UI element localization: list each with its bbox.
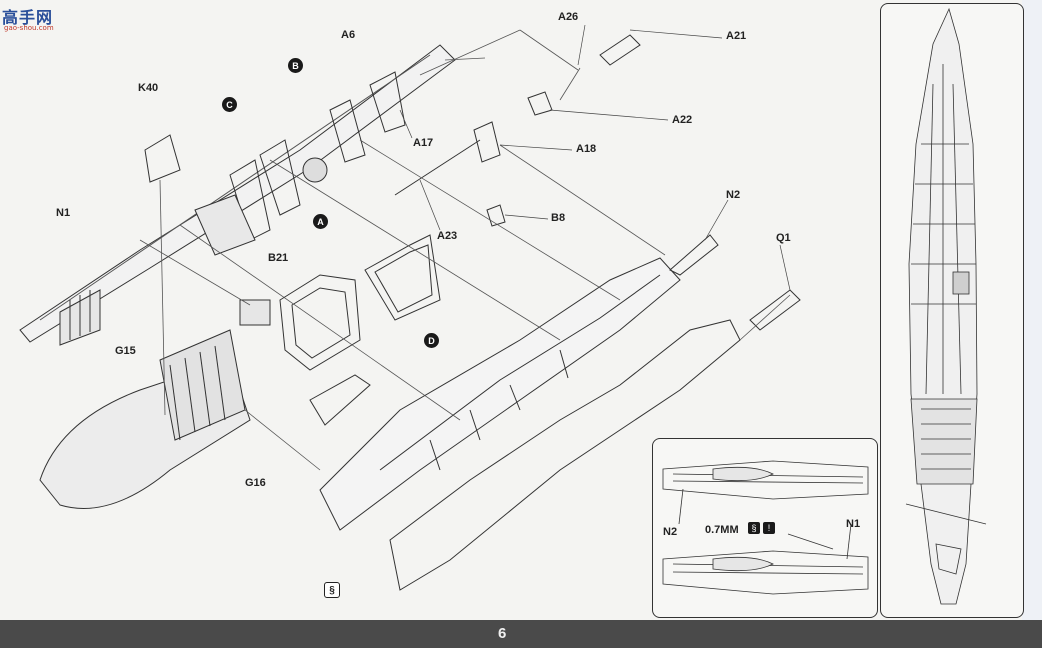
label-a21: A21 [726, 30, 747, 42]
inset-label-n1: N1 [846, 518, 861, 530]
site-logo: 高手网 gao-shou.com [2, 4, 72, 34]
label-a6: A6 [341, 29, 356, 41]
assembly-diagram [19, 24, 801, 591]
callout-b: B [288, 58, 303, 73]
detail-inset: N2 0.7MM § ! N1 [652, 438, 878, 618]
inset-label-n2: N2 [663, 526, 678, 538]
label-a22: A22 [672, 114, 693, 126]
logo-subtext: gao-shou.com [4, 24, 54, 32]
label-a26: A26 [558, 11, 579, 23]
logo-text: 高手网 [2, 8, 54, 27]
callout-c: C [222, 97, 237, 112]
label-a18: A18 [576, 143, 597, 155]
glue-icon: § [748, 522, 760, 534]
label-g16: G16 [245, 477, 266, 489]
callout-d: D [424, 333, 439, 348]
overview-diagram [905, 7, 987, 605]
page-footer [0, 620, 1042, 648]
drill-icon: ! [763, 522, 775, 534]
overview-panel [880, 3, 1024, 618]
label-q1: Q1 [776, 232, 791, 244]
label-g15: G15 [115, 345, 136, 357]
page-number: 6 [498, 625, 507, 642]
glue-icon: § [324, 582, 340, 598]
inset-drill-size: 0.7MM [705, 524, 739, 536]
right-edge-tint [1022, 0, 1042, 620]
label-n2: N2 [726, 189, 741, 201]
label-n1: N1 [56, 207, 71, 219]
inset-diagram [662, 460, 869, 595]
label-b8: B8 [551, 212, 566, 224]
callout-a: A [313, 214, 328, 229]
label-k40: K40 [138, 82, 159, 94]
label-a17: A17 [413, 137, 434, 149]
label-a23: A23 [437, 230, 458, 242]
label-b21: B21 [268, 252, 289, 264]
